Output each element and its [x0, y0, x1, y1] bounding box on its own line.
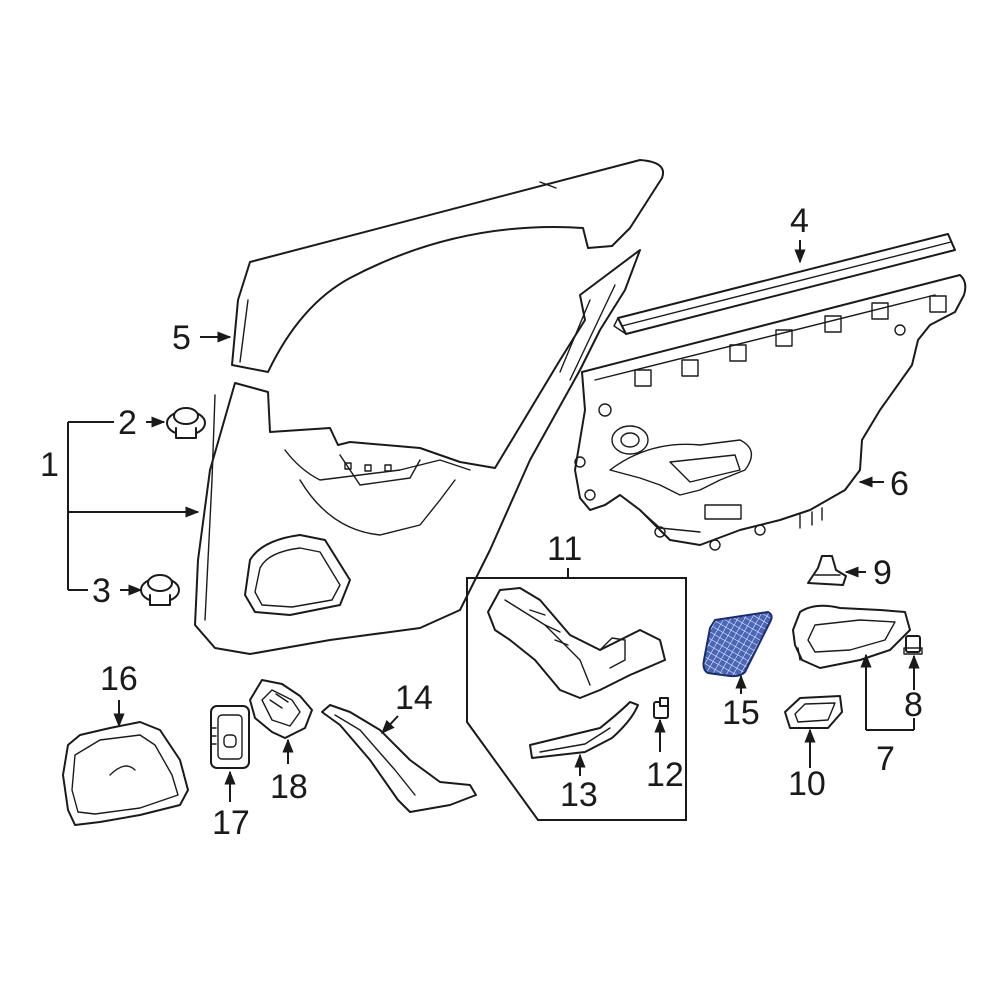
label-17: 17: [212, 804, 250, 842]
part-12-clip: [653, 697, 669, 719]
label-8: 8: [904, 686, 923, 724]
label-5: 5: [172, 319, 191, 357]
label-15: 15: [722, 694, 760, 732]
label-18: 18: [270, 768, 308, 806]
label-7: 7: [876, 740, 895, 778]
part-5-upper-trim: [231, 159, 664, 373]
part-7-pull-handle: [792, 604, 911, 669]
part-15-speaker-grille: [702, 610, 773, 678]
label-2: 2: [118, 404, 137, 442]
part-14-trim-strip: [321, 704, 477, 813]
part-11-armrest: [487, 587, 666, 699]
label-11: 11: [547, 530, 582, 568]
label-12: 12: [646, 756, 684, 794]
part-18-switch-panel: [249, 679, 313, 739]
label-13: 13: [560, 776, 598, 814]
part-9-bracket: [807, 555, 847, 586]
part-3-clip: [140, 574, 180, 606]
part-17-switch: [210, 705, 250, 769]
part-16-cover: [62, 721, 189, 826]
label-9: 9: [873, 554, 892, 592]
leader-lines: [67, 240, 920, 802]
part-13-trim-strip: [529, 701, 639, 759]
label-6: 6: [890, 465, 909, 503]
label-16: 16: [100, 660, 138, 698]
part-4-weatherstrip: [613, 233, 956, 335]
label-10: 10: [788, 765, 826, 803]
label-1: 1: [40, 446, 59, 484]
label-4: 4: [790, 202, 809, 240]
part-1-door-panel: [194, 249, 641, 655]
part-8-clip: [903, 635, 923, 655]
label-3: 3: [92, 572, 111, 610]
callout-labels: 1 2 3 4 5 6 7 8 9 10 11 12 13 14 15 16 1…: [40, 202, 923, 842]
part-11-group-box: [466, 577, 687, 821]
part-2-clip: [166, 407, 206, 439]
part-10-switch-bezel: [784, 695, 843, 729]
part-6-door-carrier: [574, 274, 967, 551]
label-14: 14: [395, 679, 433, 717]
